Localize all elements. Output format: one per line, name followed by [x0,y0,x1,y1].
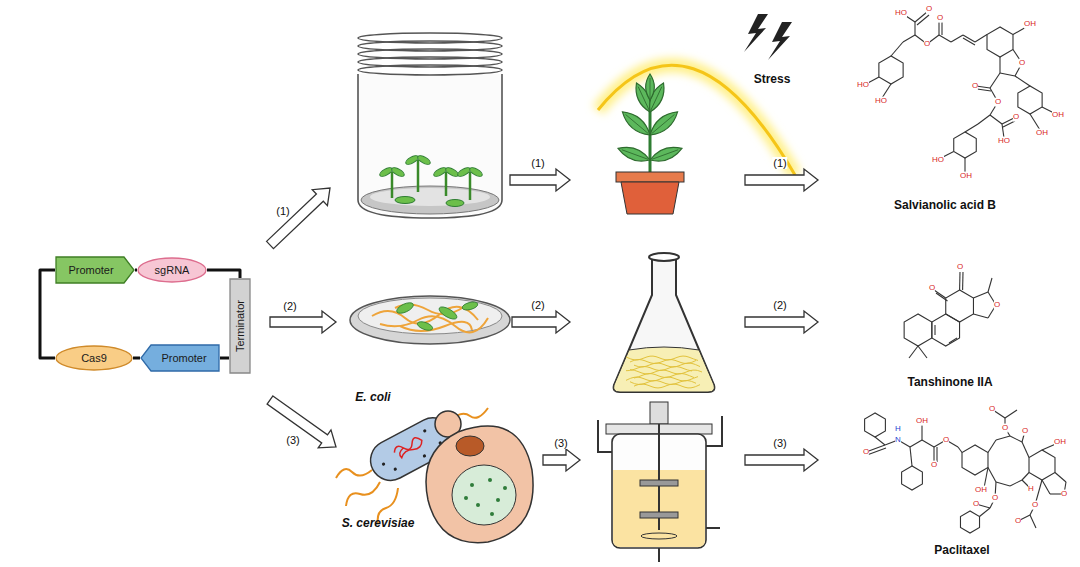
atom-label: H [1028,485,1034,494]
atom-label: HO [998,137,1010,146]
element-label: Terminator [234,300,246,352]
atom-label: O [931,461,937,470]
bioreactor [598,402,722,562]
process-arrows [267,169,818,471]
process-arrow [510,169,570,191]
terminator-element: Terminator [229,278,251,374]
atom-label: OH [1024,20,1036,29]
atom-label: O [924,40,930,49]
backbone-line [133,357,140,360]
process-arrow [745,311,818,333]
step-number: (1) [275,205,290,217]
atom-label: N [895,436,901,445]
step-number: (1) [530,157,545,169]
process-arrow [512,311,570,333]
element-label: Promoter [161,352,206,364]
yeast-cell [426,411,533,543]
atom-label: O [1022,427,1028,436]
plantlets [378,154,483,207]
step-number: (1) [772,157,787,169]
step-number: (2) [772,299,787,311]
step-number: (2) [282,300,297,312]
element-label: sgRNA [155,264,190,276]
compound-name: Paclitaxel [934,544,989,557]
sgrna-element: sgRNA [137,257,207,283]
cas9-element: Cas9 [55,345,133,371]
stress-label: Stress [753,73,792,86]
atom-label: O [1019,59,1025,68]
atom-label: O [1015,517,1021,526]
atom-label: O [973,500,979,509]
step-number: (3) [772,437,787,449]
organism-name: E. coli [355,391,390,404]
backbone-line [207,270,240,278]
text-holder: Promoter [55,256,135,284]
element-label: Cas9 [81,352,107,364]
atom-label: OH [1052,111,1064,120]
step-number: (2) [530,299,545,311]
atom-label: H [895,425,901,434]
process-arrow [267,396,336,448]
element-label: Promoter [68,264,113,276]
promoter-arrow: Promoter [55,256,135,284]
process-arrow [267,188,330,249]
atom-label: O [957,263,963,272]
compound-name: Tanshinone IIA [907,376,992,389]
atom-label: O [1002,424,1008,433]
process-arrow [745,169,818,191]
atom-label: O [989,405,995,414]
chemical-structures [865,12,1066,533]
promoter-arrow: Promoter [140,344,220,372]
organism-name: S. cerevisiae [342,517,415,530]
atom-label: O [1061,490,1067,499]
atom-label: O [1032,501,1038,510]
atom-label: O [926,5,932,14]
atom-label: OH [1054,438,1066,447]
text-holder: sgRNA [137,257,207,283]
atom-label: O [995,98,1001,107]
atom-label: HO [895,9,907,18]
process-arrow [270,311,336,333]
atom-label: O [992,494,998,503]
backbone-line [135,269,137,272]
step-number: (3) [285,434,300,446]
atom-label: O [943,436,949,445]
text-holder: Cas9 [55,345,133,371]
backbone-line [220,357,229,360]
compound-name: Salvianolic acid B [894,199,996,212]
backbone-line [40,270,55,358]
atom-label: HO [875,97,887,106]
petri-dish [350,296,510,344]
process-arrow [745,449,818,471]
atom-label: OH [960,172,972,181]
atom-label: OH [916,417,928,426]
stress-light [598,14,795,175]
step-number: (3) [553,437,568,449]
text-holder: Promoter [140,344,220,372]
atom-label: O [994,301,1000,310]
atom-label: O [929,284,935,293]
atom-label: OH [975,486,987,495]
atom-label: O [863,448,869,457]
atom-label: OH [1036,129,1048,138]
culture-jar [358,33,502,218]
atom-label: O [1013,113,1019,122]
potted-plant [616,74,684,214]
atom-label: HO [932,156,944,165]
atom-label: O [972,82,978,91]
atom-label: HO [857,81,869,90]
process-arrow [543,449,580,471]
atom-label: O [937,14,943,23]
shake-flask [614,253,715,392]
text-holder: Terminator [229,278,251,374]
